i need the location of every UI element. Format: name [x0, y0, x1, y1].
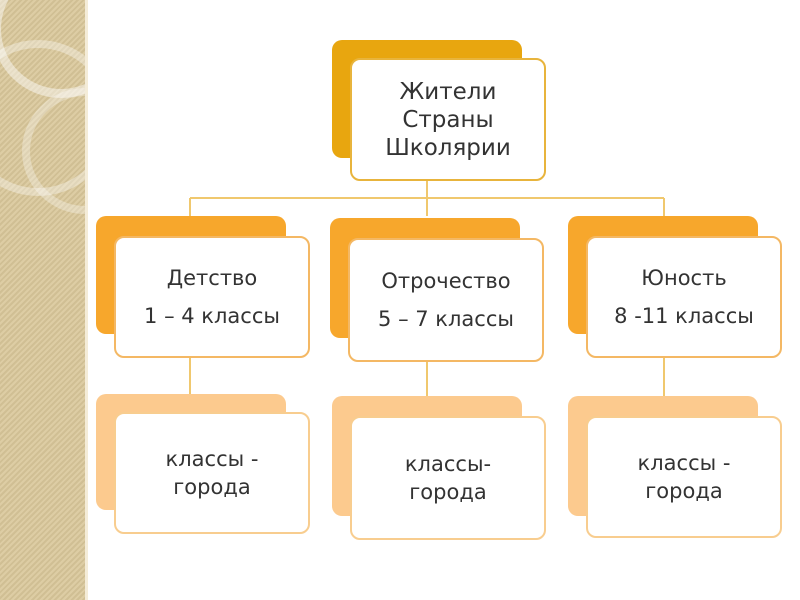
level-node-3: Юность 8 -11 классы [586, 236, 782, 358]
root-line-1: Жители [399, 78, 497, 105]
level-1-subtitle: 1 – 4 классы [144, 304, 280, 328]
leaf-3-line-2: города [645, 479, 723, 503]
leaf-1-line-2: города [173, 475, 251, 499]
leaf-1-line-1: классы - [165, 447, 259, 471]
level-3-title: Юность [641, 266, 727, 290]
leaf-2-line-2: города [409, 480, 487, 504]
leaf-2-line-1: классы- [404, 452, 492, 476]
root-node: Жители Страны Школярии [350, 58, 546, 181]
leaf-node-1: классы - города [114, 412, 310, 534]
leaf-node-2: классы- города [350, 416, 546, 540]
decorative-side-band [0, 0, 88, 600]
level-1-title: Детство [166, 266, 258, 290]
level-3-subtitle: 8 -11 классы [614, 304, 754, 328]
level-node-1: Детство 1 – 4 классы [114, 236, 310, 358]
leaf-node-3: классы - города [586, 416, 782, 538]
level-node-2: Отрочество 5 – 7 классы [348, 238, 544, 362]
root-line-2: Страны [402, 106, 494, 133]
band-divider [85, 0, 88, 600]
leaf-3-line-1: классы - [637, 451, 731, 475]
level-2-subtitle: 5 – 7 классы [378, 307, 514, 331]
root-line-3: Школярии [385, 134, 511, 161]
level-2-title: Отрочество [381, 269, 511, 293]
